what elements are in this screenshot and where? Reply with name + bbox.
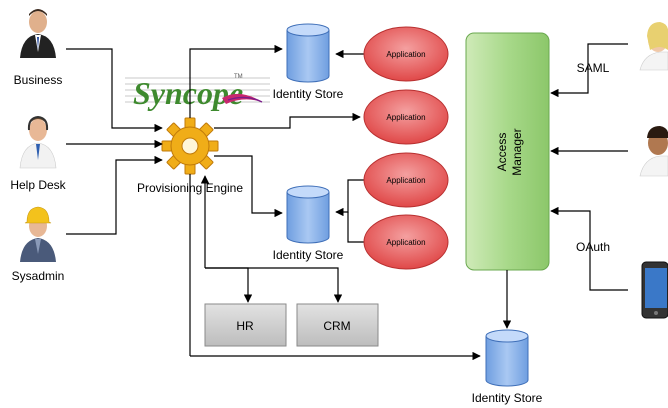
user-female-icon — [639, 22, 668, 71]
actor-connectors — [66, 48, 163, 235]
application-label: Application — [386, 238, 425, 247]
syncope-logo: Syncope TM — [125, 74, 270, 111]
business-label: Business — [14, 73, 63, 87]
user-male-icon — [639, 126, 668, 177]
access-manager-line1: Access — [495, 133, 509, 172]
svg-text:TM: TM — [234, 74, 243, 80]
saml-label: SAML — [577, 61, 610, 75]
oauth-label: OAuth — [576, 240, 610, 254]
hr-label: HR — [236, 319, 254, 333]
helpdesk-label: Help Desk — [10, 178, 66, 192]
provisioning-engine-gear-icon — [161, 117, 219, 175]
sysadmin-person-icon — [20, 206, 56, 262]
sysadmin-label: Sysadmin — [12, 269, 65, 283]
access-manager-line2: Manager — [510, 128, 524, 175]
hr-system-box: HR — [204, 303, 287, 347]
identity-store-bottom-label: Identity Store — [472, 391, 543, 405]
application-label: Application — [386, 176, 425, 185]
crm-system-box: CRM — [296, 303, 379, 347]
identity-store-top-label: Identity Store — [273, 87, 344, 101]
application-node: Application — [363, 89, 449, 145]
application-node: Application — [363, 152, 449, 208]
identity-store-bottom-icon — [485, 329, 529, 387]
identity-store-middle-icon — [286, 185, 330, 244]
app-store-connectors — [335, 49, 364, 243]
syncope-logo-text: Syncope — [133, 75, 243, 111]
application-label: Application — [386, 113, 425, 122]
application-node: Application — [363, 214, 449, 270]
identity-store-top-icon — [286, 23, 330, 83]
right-connectors — [550, 43, 628, 291]
mobile-phone-icon — [641, 261, 668, 319]
business-person-icon — [20, 9, 56, 58]
application-label: Application — [386, 50, 425, 59]
helpdesk-person-icon — [19, 115, 57, 169]
crm-label: CRM — [323, 319, 350, 333]
engine-connectors — [189, 44, 481, 361]
application-node: Application — [363, 26, 449, 82]
access-manager-box: Access Manager — [465, 32, 550, 271]
identity-store-middle-label: Identity Store — [273, 248, 344, 262]
